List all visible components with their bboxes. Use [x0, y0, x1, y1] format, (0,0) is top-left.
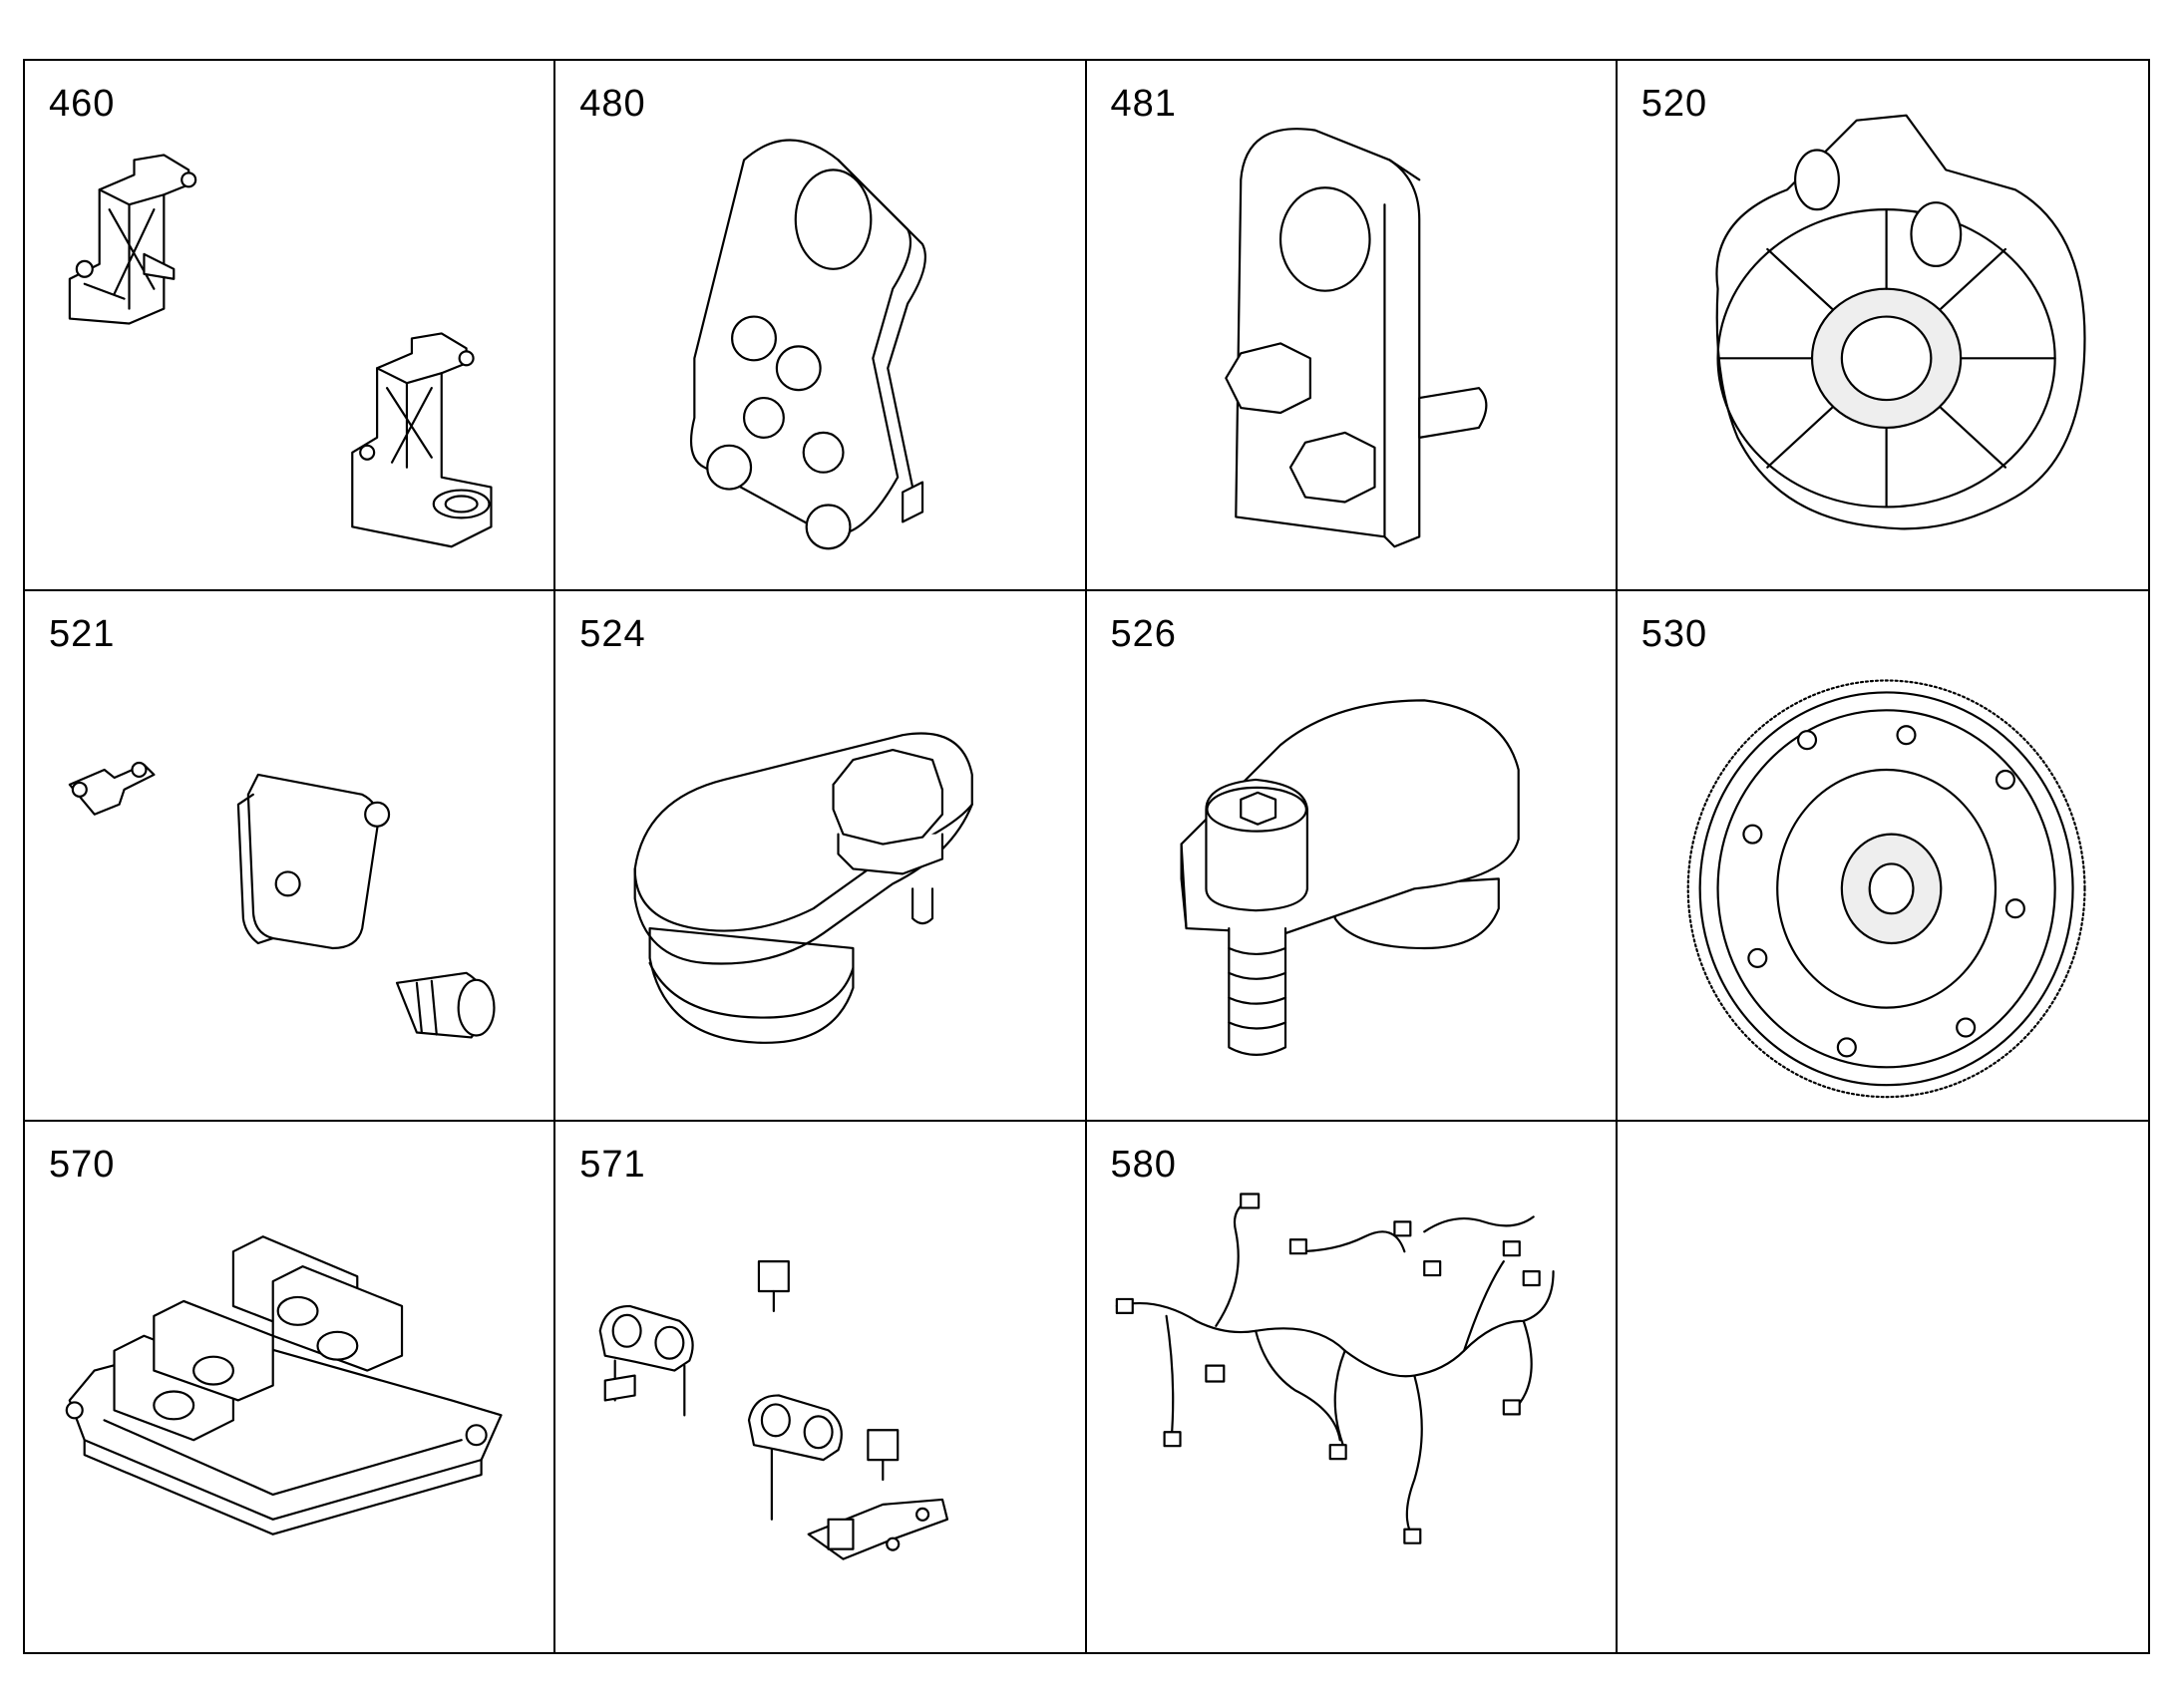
- flywheel-icon: [1686, 679, 2086, 1099]
- part-cell-480[interactable]: 480: [555, 61, 1087, 591]
- part-cell-580[interactable]: 580: [1087, 1122, 1618, 1652]
- part-number: 570: [49, 1144, 116, 1186]
- wiring-harness-icon: [1115, 1193, 1555, 1544]
- part-number: 480: [579, 83, 646, 125]
- flywheel-housing-icon: [1715, 114, 2086, 530]
- part-cell-524[interactable]: 524: [555, 591, 1087, 1122]
- lifting-eye-block-icon: [1224, 128, 1487, 548]
- adapter-cover-bolt-icon: [1179, 699, 1520, 1056]
- part-cell-520[interactable]: 520: [1617, 61, 2148, 591]
- clamp-kit-icon: [598, 1260, 949, 1560]
- part-cell-571[interactable]: 571: [555, 1122, 1087, 1652]
- part-number: 571: [579, 1144, 646, 1186]
- part-number: 524: [579, 613, 646, 655]
- part-number: 460: [49, 83, 116, 125]
- control-module-icon: [65, 1235, 503, 1536]
- part-number: 521: [49, 613, 116, 655]
- part-number: 530: [1640, 613, 1708, 655]
- part-number: 526: [1110, 613, 1177, 655]
- part-number: 481: [1110, 83, 1177, 125]
- part-cell-empty: [1618, 1122, 2148, 1652]
- adapter-cover-icon: [633, 732, 974, 1044]
- parts-grid: 460 480: [23, 59, 2150, 1654]
- cover-plate-set-icon: [68, 761, 496, 1039]
- part-number: 520: [1640, 83, 1708, 125]
- part-cell-526[interactable]: 526: [1086, 591, 1618, 1122]
- part-cell-460[interactable]: 460: [25, 61, 556, 591]
- part-cell-481[interactable]: 481: [1086, 61, 1618, 591]
- part-number: 580: [1110, 1144, 1177, 1186]
- part-cell-570[interactable]: 570: [25, 1122, 556, 1652]
- part-cell-521[interactable]: 521: [25, 591, 556, 1122]
- part-cell-530[interactable]: 530: [1617, 591, 2148, 1122]
- lifting-eye-plate-icon: [690, 139, 927, 550]
- bracket-pair-icon: [68, 154, 493, 548]
